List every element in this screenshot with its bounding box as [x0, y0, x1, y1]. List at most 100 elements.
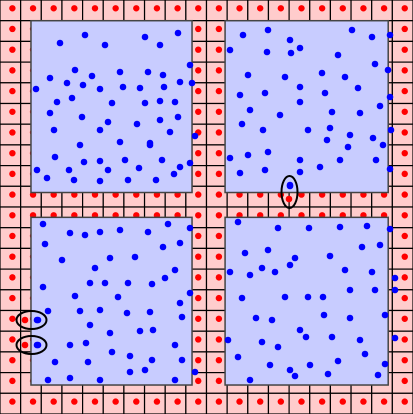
negative-charge-dot	[327, 253, 334, 260]
negative-charge-dot	[227, 47, 234, 54]
positive-charge-dot	[174, 398, 180, 404]
positive-charge-dot	[216, 191, 222, 197]
positive-charge-dot	[195, 5, 201, 11]
negative-charge-dot	[362, 351, 369, 358]
negative-charge-dot	[282, 74, 289, 81]
negative-charge-dot	[242, 250, 249, 257]
negative-charge-dot	[305, 127, 312, 134]
positive-charge-dot	[112, 5, 118, 11]
negative-charge-dot	[335, 52, 342, 59]
positive-charge-dot	[195, 253, 201, 259]
negative-charge-dot	[337, 157, 344, 164]
negative-charge-dot	[327, 125, 334, 132]
positive-charge-dot	[195, 398, 201, 404]
negative-charge-dot	[322, 90, 329, 97]
negative-charge-dot	[387, 94, 394, 101]
negative-charge-dot	[145, 229, 152, 236]
negative-charge-dot	[177, 300, 184, 307]
negative-charge-dot	[153, 177, 160, 184]
positive-charge-dot	[9, 26, 15, 32]
positive-charge-dot	[216, 233, 222, 239]
positive-charge-dot	[216, 88, 222, 94]
positive-charge-dot	[195, 46, 201, 52]
positive-charge-dot	[195, 171, 201, 177]
negative-charge-dot	[105, 119, 112, 126]
negative-charge-dot	[45, 308, 52, 315]
negative-charge-dot	[260, 127, 267, 134]
negative-charge-dot	[377, 242, 384, 249]
negative-charge-dot	[321, 312, 328, 319]
negative-charge-dot	[109, 100, 116, 107]
negative-charge-dot	[157, 42, 164, 49]
negative-charge-dot	[359, 244, 366, 251]
negative-charge-dot	[324, 137, 331, 144]
positive-charge-dot	[402, 378, 408, 384]
negative-charge-dot	[127, 353, 134, 360]
negative-charge-dot	[262, 90, 269, 97]
negative-charge-dot	[347, 132, 354, 139]
negative-charge-dot	[187, 62, 194, 69]
positive-charge-dot	[9, 357, 15, 363]
positive-charge-dot	[402, 46, 408, 52]
negative-charge-dot	[33, 86, 40, 93]
negative-charge-dot	[227, 155, 234, 162]
negative-charge-dot	[245, 152, 252, 159]
negative-charge-dot	[247, 272, 254, 279]
negative-charge-dot	[160, 244, 167, 251]
negative-charge-dot	[67, 375, 74, 382]
positive-charge-dot	[402, 171, 408, 177]
negative-charge-dot	[102, 280, 109, 287]
negative-charge-dot	[97, 127, 104, 134]
positive-charge-dot	[216, 253, 222, 259]
positive-charge-dot	[402, 316, 408, 322]
positive-charge-dot	[236, 5, 242, 11]
negative-charge-dot	[82, 232, 89, 239]
negative-charge-dot	[382, 361, 389, 368]
negative-charge-dot	[162, 275, 169, 282]
positive-charge-dot	[195, 150, 201, 156]
negative-charge-dot	[67, 342, 74, 349]
negative-charge-dot	[87, 322, 94, 329]
positive-charge-dot	[257, 5, 263, 11]
negative-charge-dot	[124, 310, 131, 317]
positive-charge-dot	[402, 191, 408, 197]
negative-charge-dot	[275, 344, 282, 351]
negative-charge-dot	[373, 157, 380, 164]
negative-charge-dot	[235, 219, 242, 226]
negative-charge-dot	[237, 170, 244, 177]
positive-charge-dot	[9, 253, 15, 259]
negative-charge-dot	[247, 377, 254, 384]
negative-charge-dot	[97, 158, 104, 165]
negative-charge-dot	[89, 73, 96, 80]
positive-charge-dot	[402, 274, 408, 280]
negative-charge-dot	[387, 166, 394, 173]
positive-charge-dot	[216, 109, 222, 115]
negative-charge-dot	[134, 121, 141, 128]
negative-charge-dot	[125, 177, 132, 184]
positive-charge-dot	[195, 67, 201, 73]
negative-charge-dot	[392, 335, 399, 342]
positive-charge-dot	[133, 5, 139, 11]
negative-charge-dot	[97, 86, 104, 93]
negative-charge-dot	[319, 70, 326, 77]
negative-charge-dot	[239, 295, 246, 302]
negative-charge-dot	[297, 45, 304, 52]
negative-charge-dot	[85, 359, 92, 366]
negative-charge-dot	[372, 287, 379, 294]
negative-charge-dot	[132, 254, 139, 261]
negative-charge-dot	[52, 154, 59, 161]
positive-charge-dot	[216, 336, 222, 342]
negative-charge-dot	[259, 339, 266, 346]
negative-charge-dot	[287, 37, 294, 44]
positive-charge-dot	[402, 398, 408, 404]
negative-charge-dot	[125, 280, 132, 287]
positive-charge-dot	[71, 5, 77, 11]
negative-charge-dot	[372, 61, 379, 68]
negative-charge-dot	[177, 79, 184, 86]
positive-charge-dot	[154, 5, 160, 11]
pair-negative-dot	[35, 342, 42, 349]
positive-charge-dot	[216, 398, 222, 404]
positive-charge-dot	[133, 398, 139, 404]
negative-charge-dot	[297, 327, 304, 334]
positive-charge-dot	[319, 398, 325, 404]
